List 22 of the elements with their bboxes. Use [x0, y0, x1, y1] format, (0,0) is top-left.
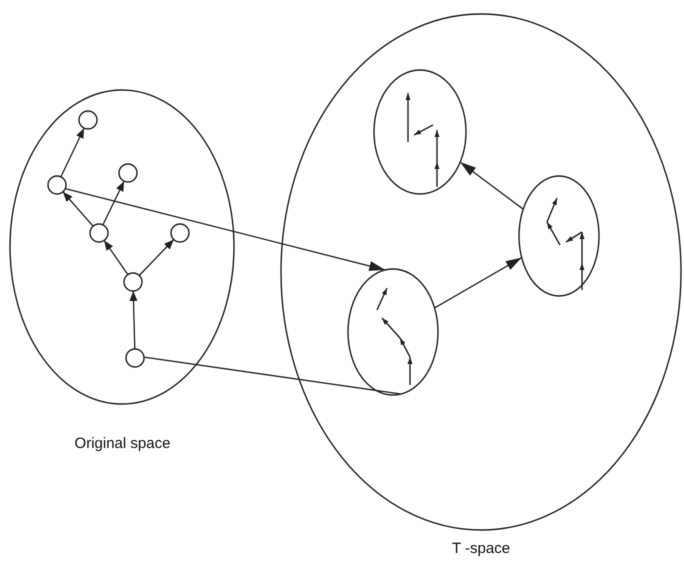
arrow [138, 239, 174, 276]
state-circle [47, 175, 67, 195]
arrow [460, 162, 524, 210]
state-circle [118, 163, 138, 183]
cluster-ellipse [347, 268, 439, 396]
state-circle [78, 110, 98, 130]
region-label: T -space [450, 540, 512, 557]
arrow [60, 128, 85, 178]
arrow [104, 240, 128, 275]
state-circle [123, 272, 143, 292]
cluster-ellipse [373, 69, 467, 195]
arrow [65, 188, 386, 271]
state-circle [170, 223, 190, 243]
region-label: Original space [74, 435, 172, 452]
cluster-ellipse [518, 175, 600, 297]
state-circle [89, 223, 109, 243]
state-circle [125, 348, 145, 368]
arrow [62, 191, 94, 227]
arrow [129, 290, 138, 350]
arrow [434, 257, 522, 308]
arrow [102, 180, 125, 226]
connector-line [144, 356, 401, 395]
